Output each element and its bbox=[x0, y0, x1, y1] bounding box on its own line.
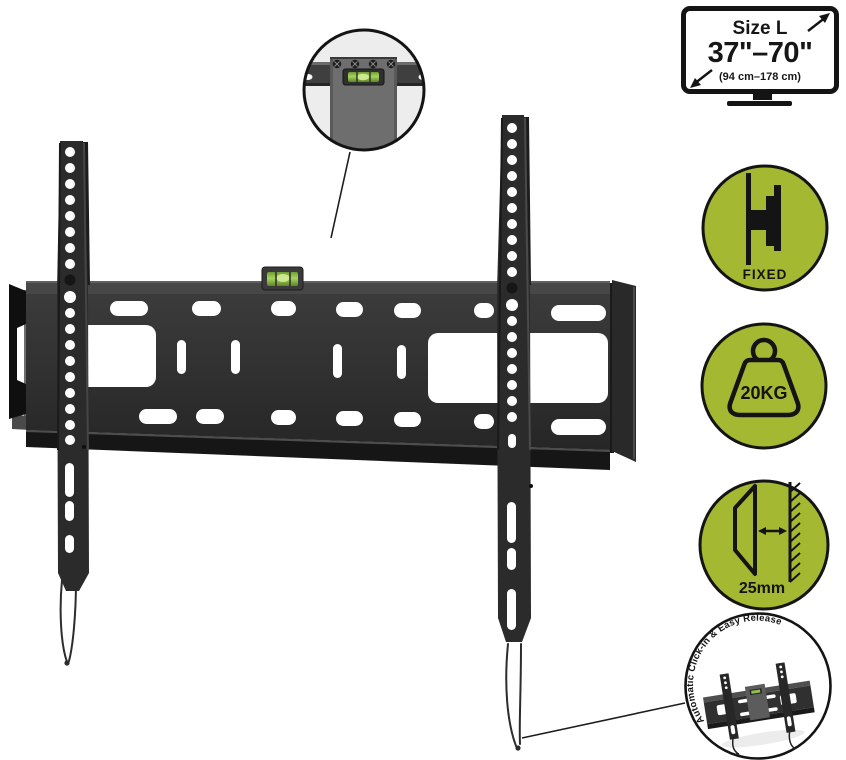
plate-slots-vertical bbox=[177, 340, 406, 379]
left-bracket-lower-slots bbox=[65, 463, 74, 553]
badge-distance-label: 25mm bbox=[739, 580, 785, 597]
badge-weight-label: 20KG bbox=[740, 383, 787, 403]
plate-slots-bottom bbox=[139, 409, 606, 435]
left-pull-cord bbox=[59, 579, 77, 666]
level-inset-leader-line bbox=[330, 151, 351, 239]
spirit-level-inset bbox=[302, 28, 426, 152]
right-bracket-holes bbox=[506, 123, 518, 422]
wall-plate bbox=[9, 280, 636, 470]
slim-wall-distance-icon: 25mm bbox=[698, 479, 830, 611]
kettlebell-weight-icon: 20KG bbox=[700, 322, 828, 450]
tv-stand-base bbox=[727, 101, 792, 106]
tv-size-box: Size L 37"–70" (94 cm–178 cm) bbox=[681, 6, 839, 94]
plate-slots-top bbox=[110, 301, 606, 321]
click-in-mini-mount bbox=[702, 662, 815, 759]
badge-fixed-label: FIXED bbox=[743, 267, 788, 282]
click-in-inset-leader-line bbox=[521, 702, 686, 739]
wall-hatch bbox=[788, 482, 801, 583]
left-bracket-holes bbox=[64, 147, 76, 445]
left-bracket-screw bbox=[82, 445, 86, 449]
left-bracket bbox=[57, 141, 90, 666]
tv-size-range-inches: 37"–70" bbox=[707, 37, 813, 69]
badge-wall-distance: 25mm bbox=[697, 478, 831, 612]
wall-plate-right-endcap bbox=[610, 280, 636, 462]
tv-size-range-cm: (94 cm–178 cm) bbox=[719, 71, 801, 83]
double-arrow-icon bbox=[758, 527, 787, 535]
right-bracket bbox=[497, 115, 533, 751]
right-bracket-screw bbox=[529, 484, 533, 488]
badge-max-weight: 20KG bbox=[699, 321, 829, 451]
click-in-inset: Automatic Click-in & Easy Release bbox=[684, 612, 832, 760]
tv-size-title: Size L bbox=[732, 18, 788, 39]
tv-stand-neck bbox=[753, 94, 772, 100]
diagonal-arrows-icon bbox=[690, 13, 830, 88]
screws bbox=[332, 59, 396, 69]
fixed-mount-profile-icon: FIXED bbox=[701, 164, 829, 292]
spirit-level bbox=[261, 266, 304, 291]
spirit-level-closeup bbox=[304, 57, 424, 150]
right-pull-cord bbox=[505, 643, 522, 751]
badge-fixed: FIXED bbox=[700, 163, 830, 293]
right-bracket-lower-slots bbox=[507, 502, 516, 630]
